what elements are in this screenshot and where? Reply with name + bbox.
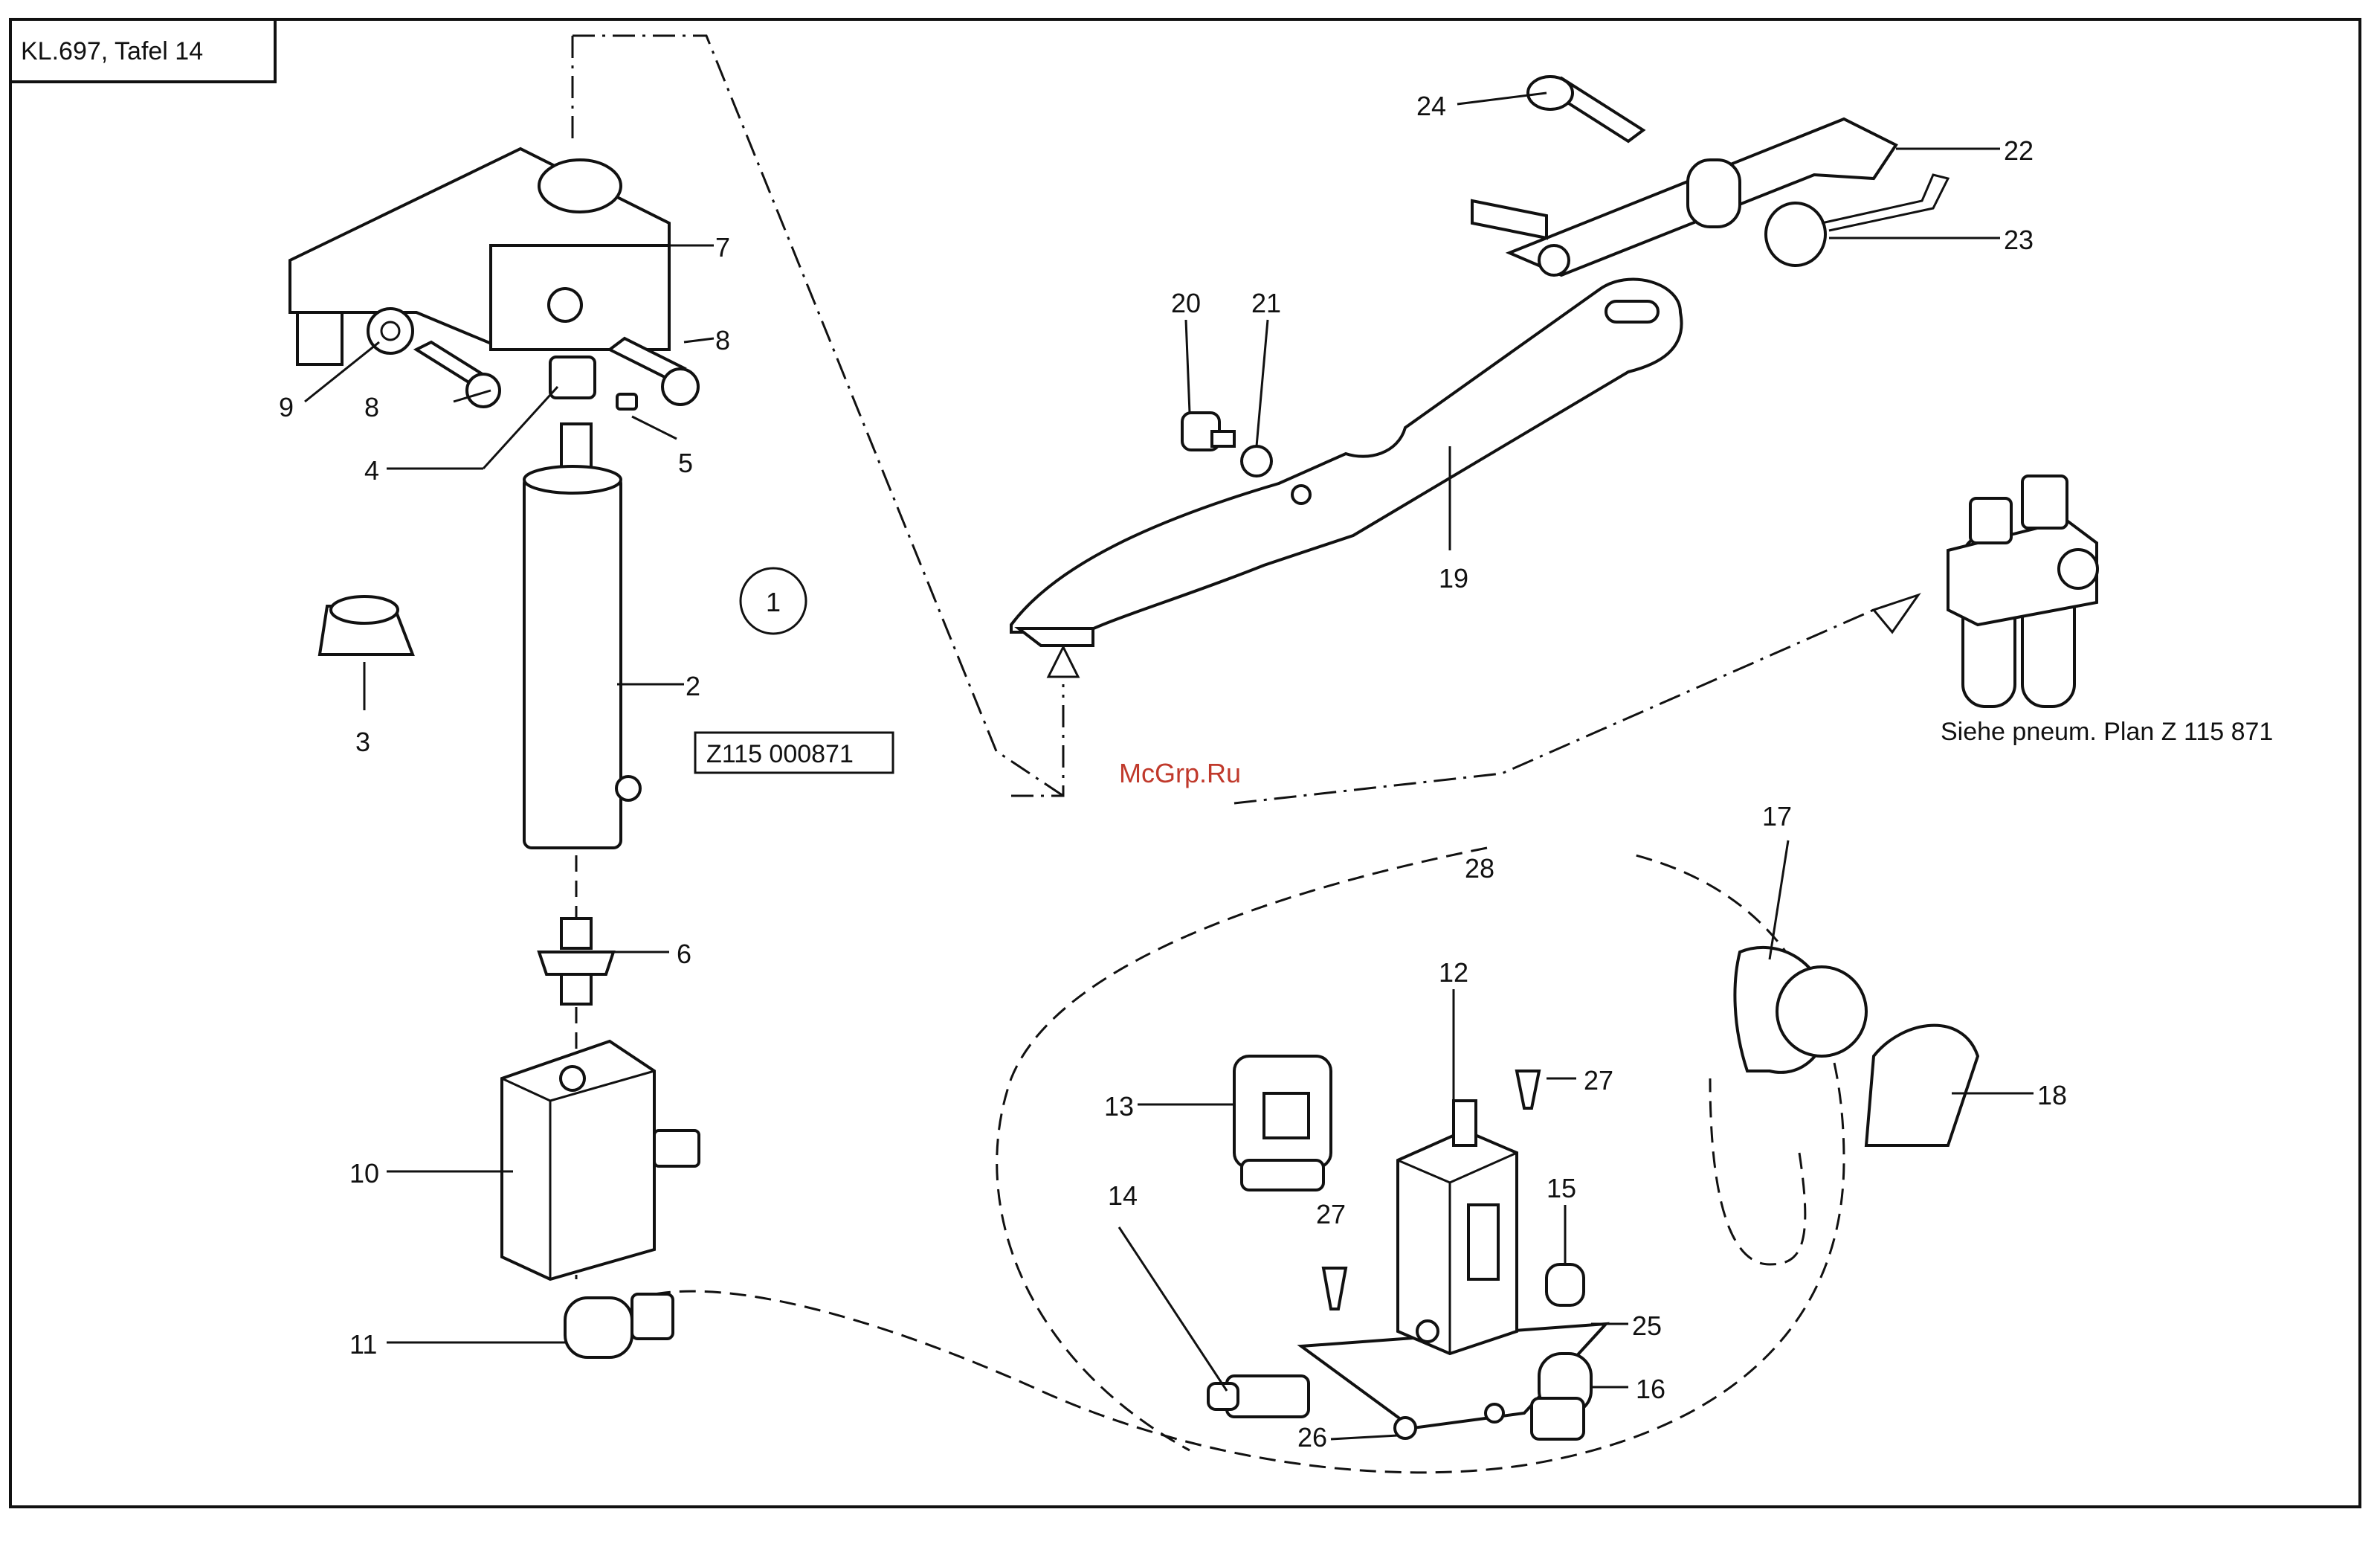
callout-5: 5 (678, 448, 693, 478)
callout-21: 21 (1251, 288, 1281, 318)
pneumatic-plan-note: Siehe pneum. Plan Z 115 871 (1941, 718, 2273, 746)
callout-7: 7 (715, 232, 730, 263)
upper-linkage (1472, 77, 1948, 275)
callout-28: 28 (1465, 853, 1494, 884)
filter-regulator-unit (1948, 476, 2097, 707)
callout-11: 11 (349, 1329, 377, 1360)
callout-10: 10 (349, 1158, 379, 1189)
elbow-fitting (565, 1294, 673, 1357)
callout-14: 14 (1108, 1180, 1138, 1211)
callout-27-lower: 27 (1316, 1199, 1346, 1229)
drawing-number-box: Z115 000871 (695, 733, 893, 773)
callout-24: 24 (1416, 91, 1446, 121)
callout-8-left: 8 (364, 392, 379, 422)
view-marker: 1 (741, 568, 806, 634)
pedal-lever (1011, 280, 1682, 646)
callout-20: 20 (1171, 288, 1201, 318)
callout-4: 4 (364, 455, 379, 486)
callout-27-upper: 27 (1584, 1065, 1613, 1096)
hose-fitting (539, 919, 613, 1004)
callout-23: 23 (2004, 225, 2034, 255)
callout-12: 12 (1439, 957, 1468, 988)
callout-17: 17 (1762, 801, 1792, 832)
callout-19: 19 (1439, 563, 1468, 594)
drawing-number: Z115 000871 (706, 740, 854, 768)
pneumatic-cylinder (524, 424, 640, 848)
title-box: KL.697, Tafel 14 (10, 19, 275, 82)
callout-18: 18 (2037, 1080, 2067, 1110)
view-marker-label: 1 (766, 587, 781, 617)
callout-26: 26 (1297, 1422, 1327, 1453)
callout-16: 16 (1636, 1374, 1665, 1404)
rubber-cap (320, 596, 413, 654)
watermark: McGrp.Ru (1119, 758, 1241, 788)
callout-6: 6 (677, 939, 691, 969)
callout-2: 2 (686, 671, 700, 701)
electrical-connector (1735, 948, 1978, 1145)
callout-15: 15 (1547, 1173, 1576, 1203)
callout-22: 22 (2004, 135, 2034, 166)
callout-8-right: 8 (715, 325, 730, 356)
callout-9: 9 (279, 392, 294, 422)
coil-plug (1234, 1056, 1331, 1190)
callout-3: 3 (355, 727, 370, 757)
clamp-block (290, 149, 669, 364)
title-text: KL.697, Tafel 14 (21, 37, 203, 65)
callout-13: 13 (1104, 1091, 1134, 1122)
arrows (1048, 595, 1918, 677)
callout-25: 25 (1632, 1310, 1662, 1341)
valve-block (502, 1041, 699, 1279)
